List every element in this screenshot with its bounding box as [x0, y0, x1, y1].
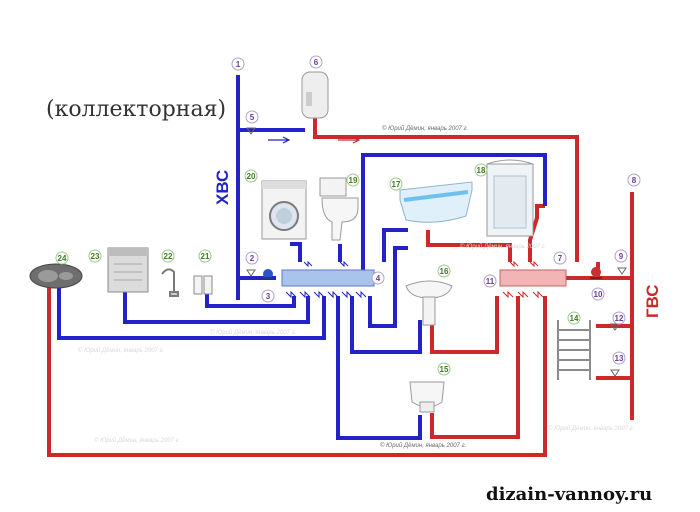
svg-text:1: 1	[236, 60, 241, 69]
marker-21: 21	[198, 249, 212, 263]
marker-7: 7	[553, 251, 567, 265]
marker-10: 10	[591, 287, 605, 301]
marker-16: 16	[437, 264, 451, 278]
check-valve-2	[246, 269, 256, 277]
filter-icon	[193, 275, 213, 295]
towel-rail-icon	[557, 320, 591, 380]
copyright-ghost-4: © Юрий Дёмин, январь 2007 г.	[94, 437, 180, 444]
valve-cold-inlet	[262, 269, 274, 279]
copyright-top: © Юрий Дёмин, январь 2007 г.	[382, 125, 468, 132]
svg-text:9: 9	[619, 252, 624, 261]
dishwasher-icon	[107, 247, 149, 293]
hot-collector-valves	[502, 260, 544, 299]
marker-3: 3	[261, 289, 275, 303]
svg-text:21: 21	[201, 252, 210, 261]
kitchen-sink-icon	[29, 263, 83, 289]
svg-text:24: 24	[58, 254, 67, 263]
svg-text:23: 23	[91, 252, 100, 261]
marker-20: 20	[244, 169, 258, 183]
svg-text:11: 11	[486, 277, 495, 286]
marker-18: 18	[474, 163, 488, 177]
svg-text:22: 22	[164, 252, 173, 261]
bidet-icon	[409, 381, 445, 413]
valve-hot-inlet	[590, 267, 602, 279]
marker-8: 8	[627, 173, 641, 187]
svg-text:dizain-vannoy.ru: dizain-vannoy.ru	[486, 484, 652, 505]
svg-text:4: 4	[376, 274, 381, 283]
hot-collector	[499, 269, 567, 287]
svg-text:15: 15	[440, 365, 449, 374]
check-valve-12-13	[610, 323, 620, 377]
check-valve-5	[246, 127, 627, 275]
svg-text:17: 17	[392, 180, 401, 189]
toilet-icon	[319, 177, 359, 241]
svg-text:12: 12	[615, 314, 624, 323]
bathtub-icon	[399, 181, 473, 223]
marker-15: 15	[437, 362, 451, 376]
svg-text:2: 2	[250, 254, 255, 263]
site-watermark: dizain-vannoy.ru	[474, 478, 696, 508]
svg-text:13: 13	[615, 354, 624, 363]
marker-22: 22	[161, 249, 175, 263]
marker-11: 11	[483, 274, 497, 288]
marker-23: 23	[88, 249, 102, 263]
svg-text:19: 19	[349, 176, 358, 185]
svg-text:16: 16	[440, 267, 449, 276]
svg-text:10: 10	[594, 290, 603, 299]
marker-14: 14	[567, 311, 581, 325]
marker-6: 6	[309, 55, 323, 69]
copyright-ghost-1: © Юрий Дёмин, январь 2007 г.	[460, 243, 546, 250]
marker-24: 24	[55, 251, 69, 265]
diagram-title: (коллекторная)	[46, 97, 226, 122]
svg-text:7: 7	[558, 254, 563, 263]
hot-riser-label: ГВС	[643, 284, 662, 318]
cold-collector	[281, 269, 375, 287]
svg-text:3: 3	[266, 292, 271, 301]
svg-text:14: 14	[570, 314, 579, 323]
copyright-ghost-2: © Юрий Дёмин, январь 2007 г.	[210, 329, 296, 336]
copyright-bottom: © Юрий Дёмин, январь 2007 г.	[380, 442, 466, 449]
svg-text:8: 8	[632, 176, 637, 185]
marker-1: 1	[231, 57, 245, 71]
svg-text:6: 6	[314, 58, 319, 67]
marker-5: 5	[245, 110, 259, 124]
copyright-ghost-5: © Юрий Дёмин, январь 2007 г.	[548, 425, 634, 432]
svg-text:20: 20	[247, 172, 256, 181]
marker-12: 12	[612, 311, 626, 325]
shower-cabin-icon	[486, 159, 534, 237]
washing-machine-icon	[261, 180, 307, 240]
flow-arrows	[268, 136, 361, 144]
marker-19: 19	[346, 173, 360, 187]
svg-text:5: 5	[250, 113, 255, 122]
copyright-ghost-3: © Юрий Дёмин, январь 2007 г.	[78, 347, 164, 354]
water-heater-icon	[301, 71, 329, 119]
marker-2: 2	[245, 251, 259, 265]
washbasin-icon	[405, 280, 453, 326]
svg-text:18: 18	[477, 166, 486, 175]
hot-water-pipes	[47, 118, 634, 457]
faucet-icon	[161, 268, 179, 297]
marker-17: 17	[389, 177, 403, 191]
marker-9: 9	[614, 249, 628, 263]
cold-collector-valves	[285, 260, 367, 299]
cold-riser-label: ХВС	[213, 170, 232, 205]
marker-13: 13	[612, 351, 626, 365]
marker-4: 4	[371, 271, 385, 285]
